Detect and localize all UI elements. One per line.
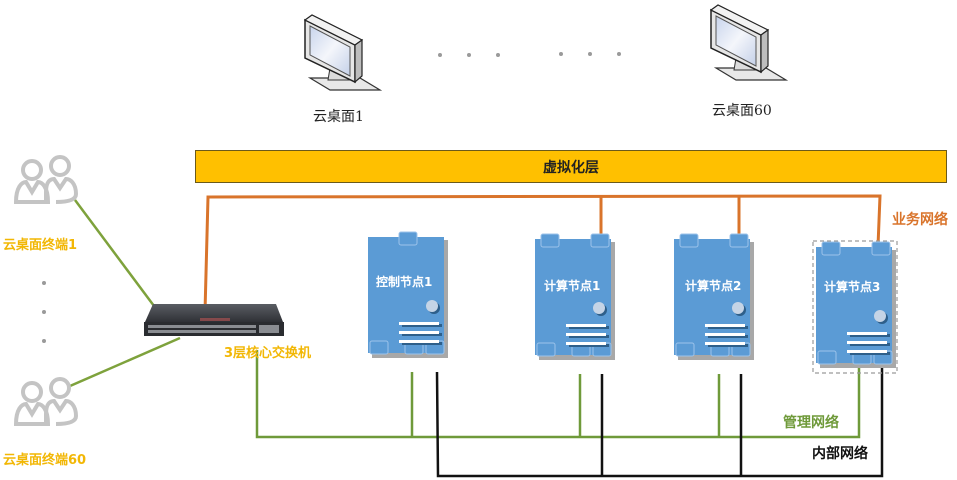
power-led-icon [426, 300, 438, 312]
port-top [679, 233, 699, 248]
vent-line [399, 340, 439, 343]
port-top [871, 241, 891, 256]
business-network-lines [203, 194, 882, 313]
vent-shadow [850, 343, 890, 346]
desktop-label: 云桌面1 [313, 109, 364, 125]
terminal-links [69, 199, 181, 388]
vent-shadow [402, 342, 442, 345]
ellipsis-dots-vertical [42, 281, 46, 343]
vent-shadow [708, 335, 748, 338]
users-icon[interactable] [13, 377, 79, 426]
vent-line [705, 333, 745, 336]
server-node-icon[interactable] [674, 233, 754, 360]
vent-shadow [402, 324, 442, 327]
vent-shadow [850, 334, 890, 337]
vent-shadow [569, 326, 609, 329]
server-node-icon[interactable] [816, 241, 896, 368]
core-switch-icon[interactable] [144, 304, 284, 336]
terminal-label: 云桌面终端1 [3, 238, 78, 253]
vent-shadow [708, 344, 748, 347]
node-label: 控制节点1 [376, 275, 433, 289]
server-node-icon[interactable] [368, 231, 448, 358]
vent-line [847, 332, 887, 335]
selection-box [812, 240, 898, 374]
users-icon[interactable] [13, 155, 79, 204]
port-bottom [536, 342, 556, 357]
management-network-label: 管理网络 [783, 415, 839, 431]
vent-line [399, 331, 439, 334]
vent-shadow [708, 326, 748, 329]
vent-line [566, 333, 606, 336]
vent-line [399, 322, 439, 325]
vent-shadow [850, 352, 890, 355]
terminal-label: 云桌面终端60 [3, 453, 87, 468]
switch-label: 3层核心交换机 [224, 346, 312, 361]
desktop-label: 云桌面60 [712, 103, 772, 119]
power-led-icon [874, 310, 886, 322]
vent-shadow [402, 333, 442, 336]
port-top [821, 241, 841, 256]
ellipsis-dots-horizontal [438, 52, 621, 57]
node-label: 计算节点1 [544, 279, 601, 293]
power-led-icon [593, 302, 605, 314]
port-top [398, 231, 418, 246]
vent-shadow [569, 344, 609, 347]
management-network-lines [255, 350, 861, 439]
monitor-icon[interactable] [303, 14, 383, 91]
node-label: 计算节点3 [824, 280, 881, 294]
port-bottom [369, 340, 389, 355]
vent-line [705, 324, 745, 327]
node-label: 计算节点2 [685, 279, 742, 293]
vent-line [566, 342, 606, 345]
power-led-icon [732, 302, 744, 314]
vent-line [847, 341, 887, 344]
port-top [540, 233, 560, 248]
internal-network-lines [435, 366, 884, 478]
server-node-icon[interactable] [535, 233, 615, 360]
vent-line [847, 350, 887, 353]
virtualization-layer[interactable]: 虚拟化层 [195, 150, 947, 183]
port-top [729, 233, 749, 248]
vent-line [566, 324, 606, 327]
port-bottom [675, 342, 695, 357]
vent-line [705, 342, 745, 345]
monitor-icon[interactable] [709, 4, 789, 81]
port-top [590, 233, 610, 248]
internal-network-label: 内部网络 [812, 446, 868, 462]
port-bottom [817, 350, 837, 365]
vent-shadow [569, 335, 609, 338]
business-network-label: 业务网络 [892, 212, 948, 228]
virtualization-layer-label: 虚拟化层 [543, 159, 599, 176]
